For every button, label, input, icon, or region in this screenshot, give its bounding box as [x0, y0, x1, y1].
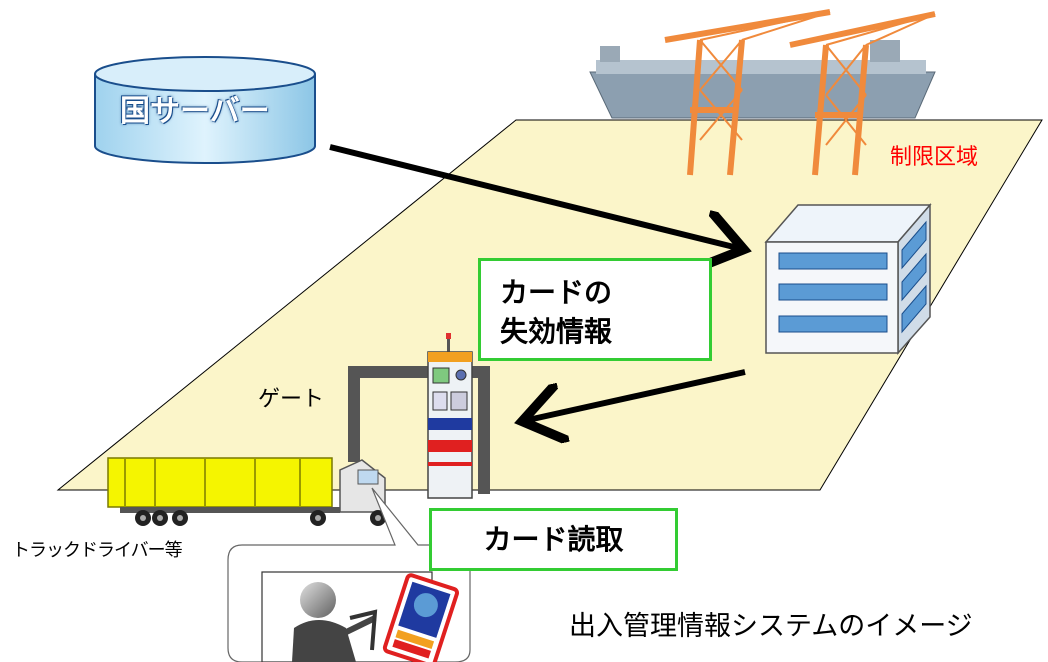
truck-icon	[107, 457, 386, 526]
gate-arch	[348, 366, 490, 494]
diagram-caption: 出入管理情報システムのイメージ	[569, 611, 973, 642]
id-card-icon	[382, 573, 459, 662]
card-revocation-line2: 失効情報	[500, 315, 613, 348]
restricted-area-label: 制限区域	[890, 145, 979, 170]
card-reading-box: カード読取	[429, 508, 678, 571]
server-to-building-arrow	[329, 144, 738, 248]
gate-reader-icon	[427, 333, 473, 499]
card-revocation-box: カードの 失効情報	[478, 258, 712, 361]
card-revocation-line1: カードの	[500, 276, 613, 309]
driver-icon	[292, 582, 378, 662]
office-building-icon	[764, 202, 932, 355]
building-to-gate-arrow	[528, 369, 746, 420]
gate-label: ゲート	[258, 387, 325, 412]
database-server-icon	[94, 56, 316, 164]
ship-crane-icon	[589, 9, 936, 176]
card-reading-label: カード読取	[483, 523, 624, 556]
truck-driver-label: トラックドライバー等	[12, 540, 183, 561]
server-label: 国サーバー	[120, 94, 270, 129]
